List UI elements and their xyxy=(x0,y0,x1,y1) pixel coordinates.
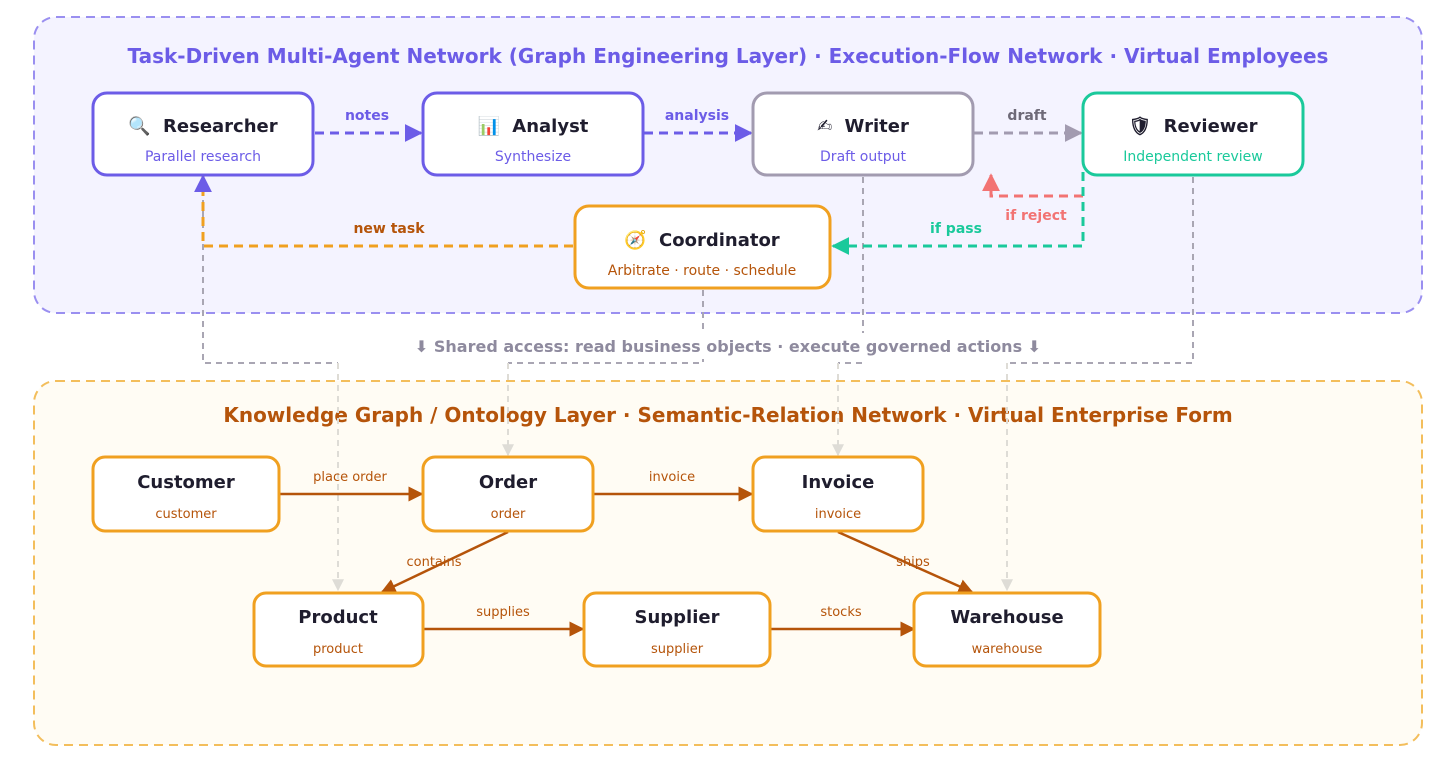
agent-node-reviewer[interactable]: 🛡 Reviewer Independent review xyxy=(1081,91,1305,177)
chart-icon: 📊 xyxy=(478,115,500,137)
edge-label-contains: contains xyxy=(406,555,461,570)
entity-title-customer: Customer xyxy=(137,472,235,493)
agent-subtitle-researcher: Parallel research xyxy=(145,149,261,165)
edge-label-draft: draft xyxy=(1007,108,1046,124)
edge-order-product xyxy=(380,530,509,594)
access-link-researcher-product xyxy=(202,200,338,364)
edge-invoice-warehouse xyxy=(837,530,974,594)
svg-text:🔍 Researcher: 🔍 Researcher xyxy=(128,114,277,137)
shield-icon: 🛡 xyxy=(1128,116,1151,137)
edge-label-if-pass: if pass xyxy=(930,221,982,237)
entity-title-product: Product xyxy=(298,607,378,628)
agent-node-coordinator[interactable]: 🧭 Coordinator Arbitrate · route · schedu… xyxy=(573,204,832,290)
entity-subtitle-customer: customer xyxy=(155,507,217,522)
edge-label-analysis: analysis xyxy=(665,108,729,124)
cog-icon: 🧭 xyxy=(624,229,646,251)
agent-title-reviewer: Reviewer xyxy=(1164,116,1258,137)
svg-text:✍ Writer: ✍ Writer xyxy=(817,116,909,137)
access-link-coordinator-order xyxy=(508,290,704,364)
edge-label-invoice: invoice xyxy=(649,470,695,485)
svg-text:📊 Analyst: 📊 Analyst xyxy=(478,115,589,137)
entity-title-supplier: Supplier xyxy=(635,607,720,628)
magnifier-icon: 🔍 xyxy=(128,114,150,137)
entity-subtitle-warehouse: warehouse xyxy=(972,642,1043,657)
ontology-layer-panel xyxy=(33,380,1423,746)
agent-edges xyxy=(194,124,1085,255)
edge-label-supplies: supplies xyxy=(476,605,530,620)
agent-layer-panel xyxy=(33,16,1423,314)
entity-subtitle-supplier: supplier xyxy=(651,642,704,657)
edge-coordinator-researcher-newtask xyxy=(194,174,573,248)
entity-subtitle-order: order xyxy=(491,507,526,522)
entity-subtitle-product: product xyxy=(313,642,363,657)
agent-node-researcher[interactable]: 🔍 Researcher Parallel research xyxy=(91,91,315,177)
edge-label-if-reject: if reject xyxy=(1005,208,1067,224)
entity-title-order: Order xyxy=(479,472,537,493)
agent-subtitle-analyst: Synthesize xyxy=(495,149,571,165)
agent-title-analyst: Analyst xyxy=(512,116,589,137)
entity-title-warehouse: Warehouse xyxy=(950,607,1063,628)
edge-reviewer-writer-reject xyxy=(982,173,1083,198)
edge-label-stocks: stocks xyxy=(820,605,861,620)
writing-hand-icon: ✍ xyxy=(817,116,832,137)
agent-title-writer: Writer xyxy=(845,116,909,137)
agent-node-writer[interactable]: ✍ Writer Draft output xyxy=(751,91,975,177)
divider-text-bg xyxy=(392,333,1064,359)
agent-title-researcher: Researcher xyxy=(163,116,278,137)
entity-node-customer[interactable]: Customer customer xyxy=(91,455,281,533)
agent-subtitle-reviewer: Independent review xyxy=(1123,149,1263,165)
ontology-layer-title: Knowledge Graph / Ontology Layer · Seman… xyxy=(223,403,1232,427)
entity-node-warehouse[interactable]: Warehouse warehouse xyxy=(912,591,1102,668)
svg-text:🛡 Reviewer: 🛡 Reviewer xyxy=(1128,116,1257,137)
entity-title-invoice: Invoice xyxy=(802,472,875,493)
agent-layer-title: Task-Driven Multi-Agent Network (Graph E… xyxy=(128,44,1329,68)
entity-subtitle-invoice: invoice xyxy=(815,507,861,522)
ontology-edges xyxy=(280,486,974,637)
edge-reviewer-coordinator-pass xyxy=(831,172,1085,255)
agent-node-analyst[interactable]: 📊 Analyst Synthesize xyxy=(421,91,645,177)
shared-access-caption: ⬇ Shared access: read business objects ·… xyxy=(415,337,1041,356)
entity-node-invoice[interactable]: Invoice invoice xyxy=(751,455,925,533)
edge-label-place-order: place order xyxy=(313,470,387,485)
access-link-reviewer-warehouse xyxy=(1007,177,1194,364)
svg-text:🧭 Coordinator: 🧭 Coordinator xyxy=(624,229,780,251)
entity-node-order[interactable]: Order order xyxy=(421,455,595,533)
entity-node-supplier[interactable]: Supplier supplier xyxy=(582,591,772,668)
agent-title-coordinator: Coordinator xyxy=(659,230,780,251)
edge-label-notes: notes xyxy=(345,108,389,124)
entity-node-product[interactable]: Product product xyxy=(252,591,425,668)
agent-subtitle-writer: Draft output xyxy=(820,149,906,165)
access-link-writer-invoice xyxy=(838,177,864,364)
edge-label-ships: ships xyxy=(896,555,930,570)
edge-label-new-task: new task xyxy=(353,221,425,237)
shared-access-links xyxy=(202,177,1194,592)
agent-subtitle-coordinator: Arbitrate · route · schedule xyxy=(608,263,796,279)
